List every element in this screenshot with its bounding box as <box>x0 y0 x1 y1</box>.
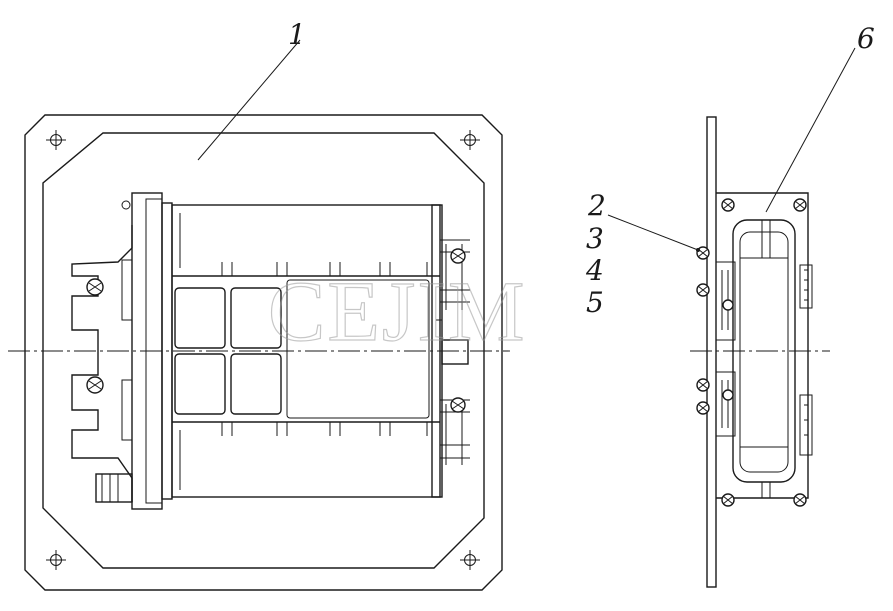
mounting-plate-outline <box>24 114 503 591</box>
side-plate <box>706 116 717 588</box>
callout-1-leader <box>197 39 301 161</box>
callout-3: 3 <box>586 222 604 255</box>
side-bolts <box>696 198 807 507</box>
inner-panel-outline <box>42 132 485 569</box>
callout-6-leader <box>765 47 856 213</box>
front-view <box>8 39 510 591</box>
watermark: CEJIM <box>268 263 526 359</box>
callout-6: 6 <box>857 22 875 55</box>
left-connector <box>71 200 133 503</box>
callout-5: 5 <box>586 286 604 319</box>
callout-2: 2 <box>587 189 606 222</box>
callout-1: 1 <box>288 18 306 51</box>
callout-4: 4 <box>585 254 604 287</box>
right-terminals <box>440 239 470 465</box>
corner-holes <box>46 130 480 570</box>
side-view <box>607 47 856 588</box>
callout-2-leader <box>607 214 699 251</box>
